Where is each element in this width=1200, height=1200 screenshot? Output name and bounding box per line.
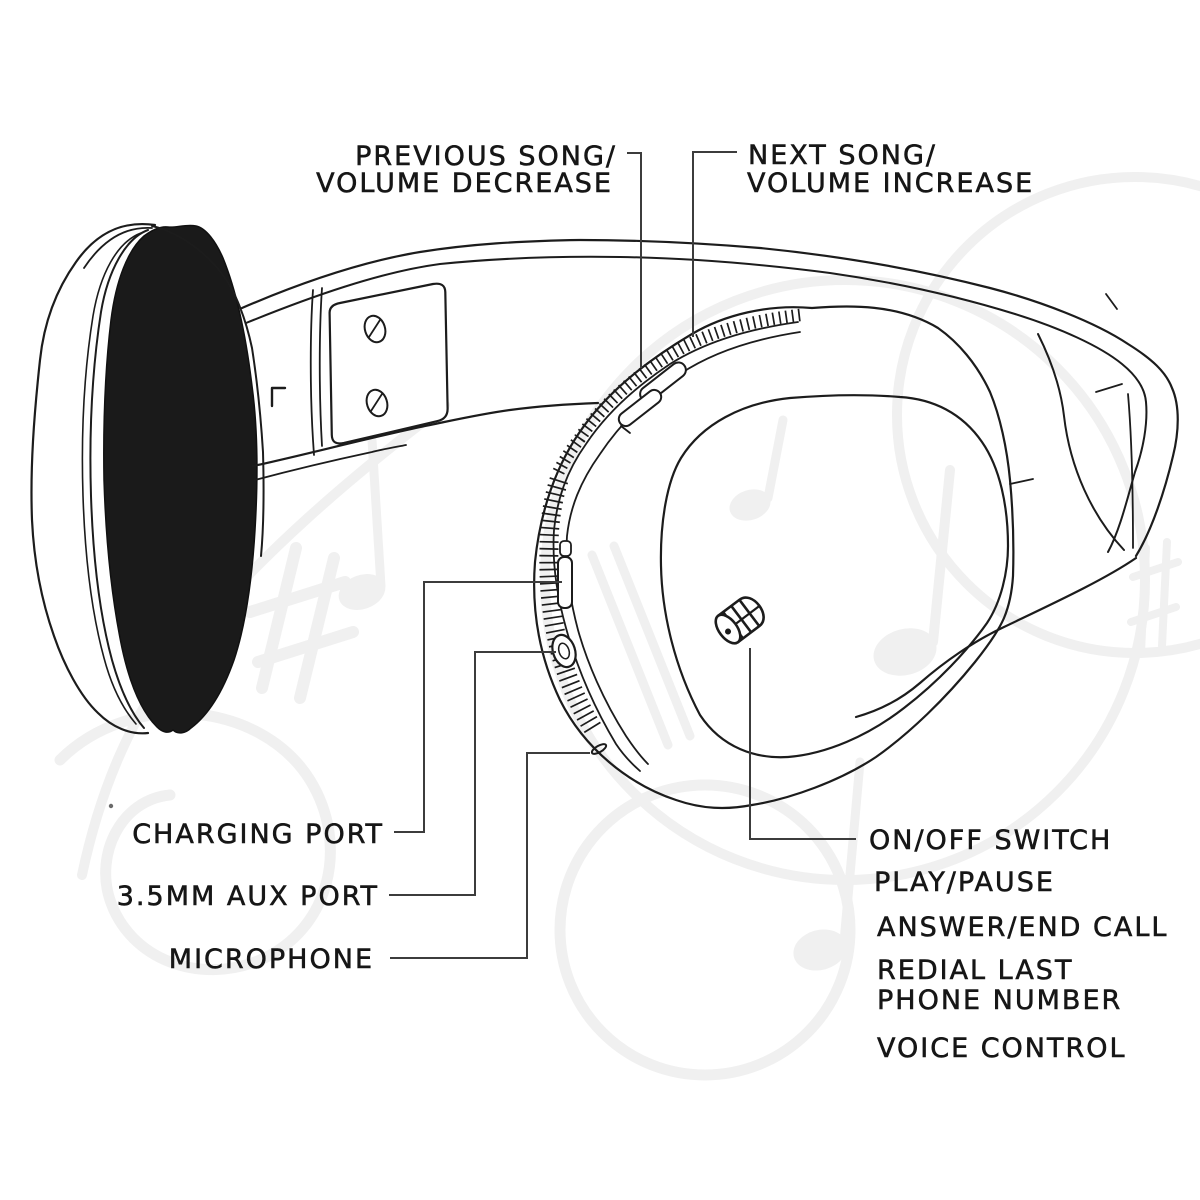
label-aux-port: 3.5MM AUX PORT <box>116 881 379 912</box>
eighth-note-watermark-icon <box>338 435 386 610</box>
yoke-tick <box>1009 478 1034 485</box>
rocker-notch <box>620 425 631 434</box>
leader-next-song <box>692 151 737 337</box>
label-phone-number: PHONE NUMBER <box>877 985 1123 1016</box>
label-next-song-line2: VOLUME INCREASE <box>747 168 1035 199</box>
leader-previous-song <box>627 152 642 368</box>
multifunction-button-detail <box>714 596 765 645</box>
right-ear-cup <box>533 305 1138 810</box>
left-cup-cushion <box>103 224 258 734</box>
headband-slider-plate <box>328 282 449 445</box>
volume-rocker <box>617 361 687 434</box>
sharp-sign-right-watermark-icon <box>1127 538 1182 656</box>
headband-bottom-edge <box>251 401 600 468</box>
label-play-pause: PLAY/PAUSE <box>874 867 1055 898</box>
note-watermark-icon <box>729 415 955 971</box>
left-ear-cup <box>30 222 265 735</box>
headband-right-seam <box>1127 393 1134 549</box>
headband-top-edge <box>240 238 1179 558</box>
headband-fork-seam-1 <box>309 289 315 456</box>
right-cup-rim-hatching <box>551 308 801 478</box>
label-charging-port: CHARGING PORT <box>132 819 384 850</box>
leader-lines <box>389 151 856 959</box>
left-cup-outer-shell <box>30 222 157 735</box>
speck-dot <box>108 803 114 809</box>
label-previous-song-line2: VOLUME DECREASE <box>316 168 613 199</box>
headband-tick-1 <box>1105 293 1118 310</box>
yoke-lower-swoosh <box>854 556 1138 719</box>
yoke-bracket-mark <box>270 386 287 408</box>
headband-right-inner-face-edge <box>1037 333 1125 551</box>
label-on-off-switch: ON/OFF SWITCH <box>869 825 1113 856</box>
headband-tick-2 <box>1095 383 1123 393</box>
leader-multifunction <box>749 648 856 840</box>
right-cup-face-plate <box>659 394 1010 759</box>
aux-port-detail <box>551 633 577 669</box>
microphone-detail <box>590 743 608 755</box>
slider-screw-top <box>363 314 387 344</box>
headband <box>240 238 1179 558</box>
label-answer-end-call: ANSWER/END CALL <box>877 912 1169 943</box>
headband-inner-edge <box>245 255 1148 553</box>
sharp-sign-watermark-icon <box>244 542 359 704</box>
label-voice-control: VOICE CONTROL <box>877 1033 1127 1064</box>
left-cup-rim-line-1 <box>89 229 149 729</box>
previous-volume-button <box>617 388 663 428</box>
left-cup-right-edge <box>151 225 265 557</box>
leader-microphone <box>390 752 590 959</box>
headband-bottom-edge-2 <box>254 444 407 481</box>
leader-charging-port <box>394 581 562 833</box>
label-redial-last: REDIAL LAST <box>877 955 1074 986</box>
right-cup-rim-line-1 <box>552 321 799 772</box>
charging-port-detail <box>557 540 573 609</box>
leader-aux-port <box>389 651 556 896</box>
left-cup-rim-line-2 <box>81 232 142 725</box>
music-notes-watermark <box>54 172 1200 1081</box>
slider-screw-bottom <box>365 388 389 418</box>
label-microphone: MICROPHONE <box>168 944 374 975</box>
headband-fork-seam-2 <box>318 287 323 447</box>
label-next-song-line1: NEXT SONG/ <box>748 140 937 171</box>
left-cup-top-crease <box>83 227 153 269</box>
label-previous-song-line1: PREVIOUS SONG/ <box>355 141 617 172</box>
